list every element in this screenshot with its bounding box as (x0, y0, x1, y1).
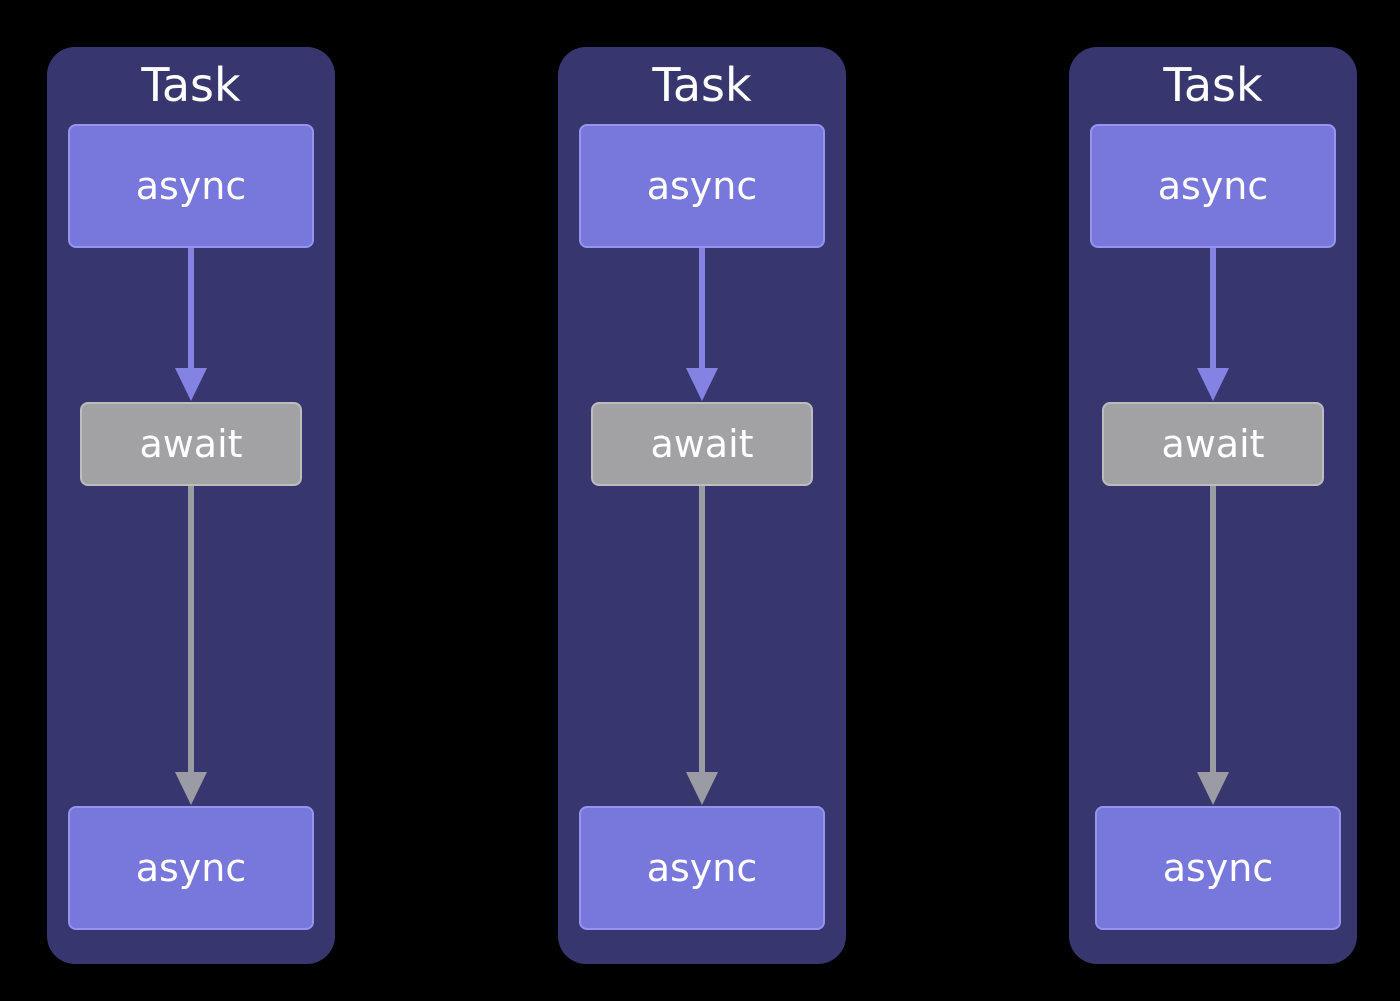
task-title: Task (141, 58, 241, 112)
task-panel-2: Task async await async (558, 47, 846, 964)
async-box-top: async (68, 124, 314, 248)
await-label: await (139, 422, 243, 466)
await-box: await (591, 402, 813, 486)
await-box: await (80, 402, 302, 486)
task-panel-3: Task async await async (1069, 47, 1357, 964)
async-label: async (1162, 846, 1274, 890)
async-label: async (646, 164, 758, 208)
await-box: await (1102, 402, 1324, 486)
async-label: async (135, 846, 247, 890)
task-title: Task (1163, 58, 1263, 112)
async-to-await-arrow (686, 248, 718, 401)
await-to-async-arrow (1197, 486, 1229, 805)
task-panel-1: Task async await async (47, 47, 335, 964)
async-to-await-arrow (175, 248, 207, 401)
async-label: async (646, 846, 758, 890)
await-label: await (650, 422, 754, 466)
async-box-bottom: async (68, 806, 314, 930)
async-label: async (1157, 164, 1269, 208)
await-label: await (1161, 422, 1265, 466)
async-box-bottom: async (579, 806, 825, 930)
await-to-async-arrow (686, 486, 718, 805)
await-to-async-arrow (175, 486, 207, 805)
async-label: async (135, 164, 247, 208)
async-box-top: async (579, 124, 825, 248)
async-to-await-arrow (1197, 248, 1229, 401)
async-box-top: async (1090, 124, 1336, 248)
task-title: Task (652, 58, 752, 112)
async-box-bottom: async (1095, 806, 1341, 930)
